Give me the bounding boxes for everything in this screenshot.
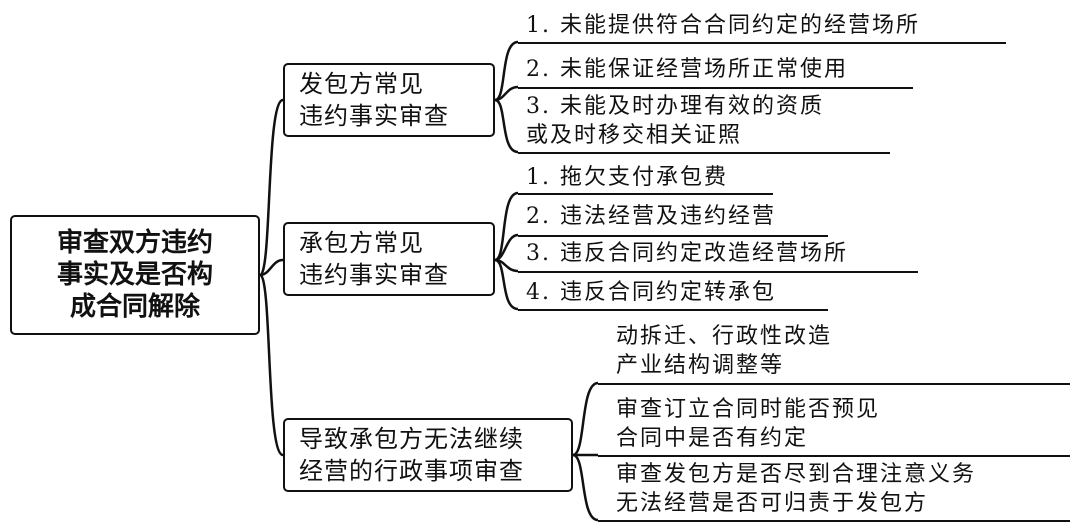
connector-b3-leaf-1	[572, 381, 599, 457]
leaf-contractor-4-underline	[518, 309, 828, 311]
leaf-employer-1: 1. 未能提供符合合同约定的经营场所	[526, 13, 920, 38]
connector-root-branch-3	[258, 273, 284, 457]
connector-b2-leaf-1	[494, 191, 519, 262]
leaf-contractor-2-underline	[518, 235, 828, 237]
connector-b3-leaf-3	[572, 453, 599, 522]
branch-employer-breach-label: 发包方常见 违约事实审查	[299, 70, 449, 130]
root-topic-label: 审查双方违约 事实及是否构 成合同解除	[56, 228, 213, 322]
leaf-employer-3: 3. 未能及时办理有效的资质 或及时移交相关证照	[526, 94, 824, 148]
leaf-employer-2: 2. 未能保证经营场所正常使用	[526, 57, 848, 82]
leaf-contractor-1-underline	[518, 193, 773, 195]
leaf-employer-2-underline	[518, 87, 913, 89]
connector-root-branch-1	[258, 98, 284, 277]
leaf-administrative-1: 动拆迁、行政性改造 产业结构调整等	[616, 324, 833, 378]
leaf-contractor-2: 2. 违法经营及违约经营	[526, 204, 776, 229]
connector-b1-leaf-3	[494, 98, 519, 154]
leaf-administrative-2: 审查订立合同时能否预见 合同中是否有约定	[616, 397, 881, 451]
connector-b2-leaf-4	[494, 258, 519, 311]
leaf-employer-3-underline	[518, 152, 890, 154]
leaf-administrative-1-underline	[598, 383, 1070, 385]
leaf-contractor-1: 1. 拖欠支付承包费	[526, 165, 728, 190]
leaf-contractor-3: 3. 违反合同约定改造经营场所	[526, 241, 848, 266]
leaf-employer-1-underline	[518, 42, 1006, 44]
root-topic: 审查双方违约 事实及是否构 成合同解除	[10, 215, 260, 335]
branch-administrative-matters: 导致承包方无法继续 经营的行政事项审查	[283, 418, 573, 492]
leaf-contractor-4: 4. 违反合同约定转承包	[526, 280, 776, 305]
branch-administrative-matters-label: 导致承包方无法继续 经营的行政事项审查	[299, 425, 524, 485]
branch-contractor-breach: 承包方常见 违约事实审查	[283, 222, 495, 296]
branch-contractor-breach-label: 承包方常见 违约事实审查	[299, 229, 449, 289]
leaf-administrative-3: 审查发包方是否尽到合理注意义务 无法经营是否可归责于发包方	[616, 462, 977, 516]
leaf-contractor-3-underline	[518, 271, 918, 273]
leaf-administrative-3-underline	[598, 520, 1070, 522]
connector-b1-leaf-2	[494, 85, 519, 102]
branch-employer-breach: 发包方常见 违约事实审查	[283, 63, 495, 137]
leaf-administrative-2-underline	[598, 455, 1070, 457]
connector-root-branch-2	[259, 258, 284, 277]
